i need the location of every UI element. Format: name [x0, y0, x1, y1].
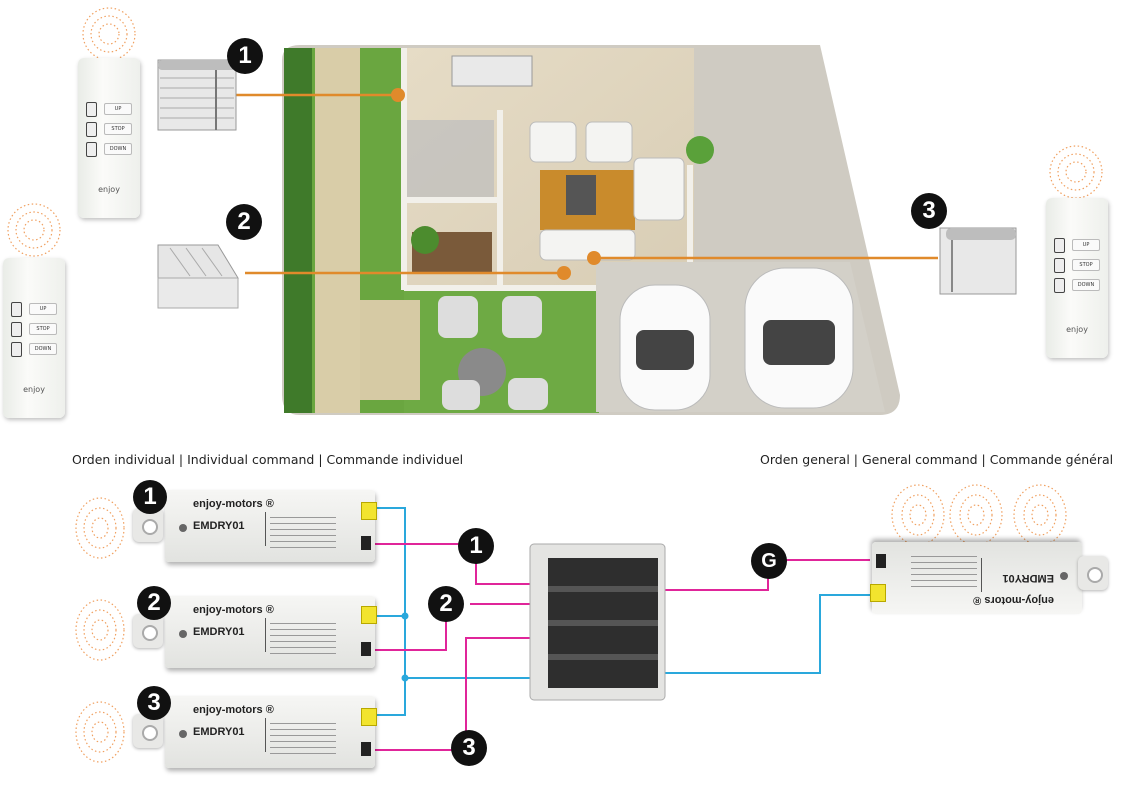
badge-2: 2 — [226, 204, 262, 240]
module-logo: enjoy-motors ® — [193, 498, 274, 510]
remote-brand: enjoy — [23, 385, 45, 394]
badge-module-3: 3 — [137, 686, 171, 720]
junction-dot — [401, 674, 409, 682]
electrical-panel-icon — [529, 543, 666, 701]
relay-module-3: enjoy-motors ® EMDRY01 — [165, 696, 377, 768]
badge-general: G — [751, 543, 787, 579]
badge-3: 3 — [911, 193, 947, 229]
kitchen — [404, 120, 494, 200]
remote-up-label: UP — [1072, 239, 1100, 251]
sofa-3 — [633, 157, 685, 221]
remote-control-1: UP STOP DOWN enjoy — [78, 58, 140, 218]
stone-path — [315, 48, 360, 413]
caption-general: Orden general | General command | Comman… — [760, 452, 1114, 467]
sofa-2 — [585, 121, 633, 163]
module-model: EMDRY01 — [193, 520, 245, 532]
remote-up-label: UP — [104, 103, 132, 115]
mounting-tab — [133, 714, 163, 748]
relay-module-1: enjoy-motors ® EMDRY01 — [165, 490, 377, 562]
connection-dot-1 — [391, 88, 405, 102]
badge-module-1: 1 — [133, 480, 167, 514]
badge-wire-2: 2 — [428, 586, 464, 622]
remote-down-label: DOWN — [104, 143, 132, 155]
module-model: EMDRY01 — [1002, 572, 1054, 584]
remote-brand: enjoy — [98, 185, 120, 194]
remote-down-label: DOWN — [1072, 279, 1100, 291]
remote-up-label: UP — [29, 303, 57, 315]
awning-icon — [157, 244, 239, 309]
connection-dot-3 — [587, 251, 601, 265]
module-model: EMDRY01 — [193, 726, 245, 738]
roller-shutter-icon — [157, 59, 237, 131]
remote-stop-label: STOP — [29, 323, 57, 335]
junction-dot — [401, 612, 409, 620]
module-logo: enjoy-motors ® — [973, 594, 1054, 606]
relay-module-2: enjoy-motors ® EMDRY01 — [165, 596, 377, 668]
badge-1: 1 — [227, 38, 263, 74]
badge-module-2: 2 — [137, 586, 171, 620]
connection-dot-2 — [557, 266, 571, 280]
remote-down-label: DOWN — [29, 343, 57, 355]
patio-stones — [360, 300, 420, 400]
coffee-table — [566, 175, 596, 215]
window-blind-icon — [939, 227, 1017, 295]
remote-brand: enjoy — [1066, 325, 1088, 334]
sofa-1 — [529, 121, 577, 163]
remote-control-2: UP STOP DOWN enjoy — [3, 258, 65, 418]
mounting-tab — [1078, 556, 1108, 590]
badge-wire-1: 1 — [458, 528, 494, 564]
hedge — [284, 48, 312, 413]
mounting-tab — [133, 614, 163, 648]
patio-lawn — [404, 290, 599, 413]
badge-wire-3: 3 — [451, 730, 487, 766]
signal-waves-icon — [75, 484, 1067, 763]
wiring-diagram — [75, 484, 1067, 763]
module-logo: enjoy-motors ® — [193, 604, 274, 616]
module-logo: enjoy-motors ® — [193, 704, 274, 716]
dining-table — [451, 55, 533, 87]
caption-individual: Orden individual | Individual command | … — [72, 452, 464, 467]
mounting-tab — [133, 508, 163, 542]
remote-stop-label: STOP — [1072, 259, 1100, 271]
house-diagram — [7, 7, 1103, 415]
remote-stop-label: STOP — [104, 123, 132, 135]
relay-module-general: enjoy-motors ® EMDRY01 — [870, 542, 1082, 614]
remote-control-3: UP STOP DOWN enjoy — [1046, 198, 1108, 358]
module-model: EMDRY01 — [193, 626, 245, 638]
